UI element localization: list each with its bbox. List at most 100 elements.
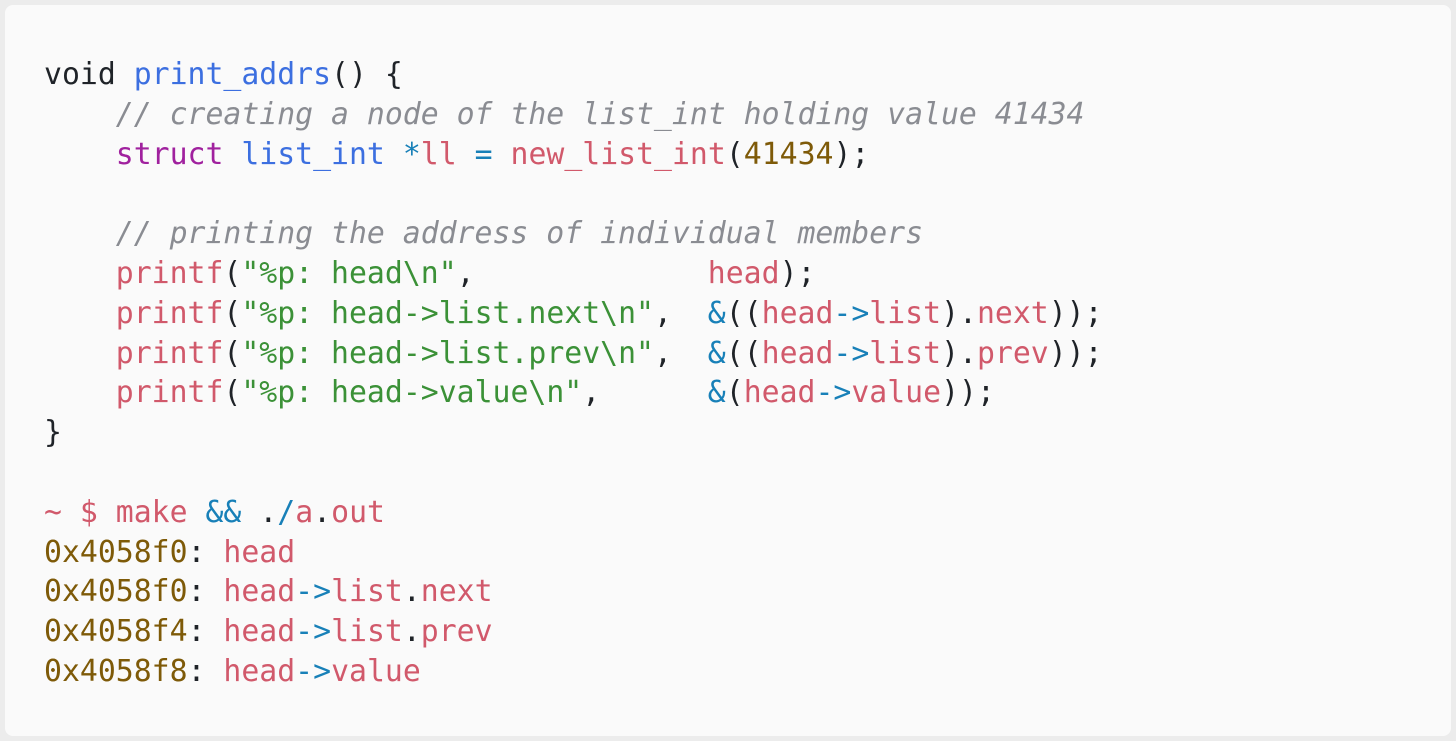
code-token: 0x4058f8 xyxy=(44,653,188,689)
code-token: ( xyxy=(223,295,242,331)
code-token: = xyxy=(474,136,493,172)
code-token: )); xyxy=(941,375,995,411)
code-token: prev xyxy=(976,335,1049,371)
code-token: ( xyxy=(725,375,744,411)
code-token: , xyxy=(653,335,708,371)
code-token: : xyxy=(187,653,224,689)
code-token: ll xyxy=(420,136,457,172)
code-token: , xyxy=(582,375,708,411)
code-token: (( xyxy=(725,295,762,331)
code-token: head xyxy=(761,335,834,371)
code-token: . xyxy=(402,574,421,610)
code-token: head xyxy=(223,653,296,689)
code-token: , xyxy=(456,255,708,291)
code-token: & xyxy=(707,335,726,371)
code-line xyxy=(44,453,1451,493)
code-token: ). xyxy=(941,335,977,371)
code-token: // printing the address of individual me… xyxy=(44,216,924,252)
code-token: / xyxy=(277,494,296,530)
code-token: a xyxy=(295,494,314,530)
code-token: (( xyxy=(725,335,762,371)
code-token: ( xyxy=(725,136,744,172)
code-token: head xyxy=(743,375,816,411)
code-token: void xyxy=(44,57,134,92)
code-token xyxy=(241,495,259,530)
code-token: -> xyxy=(295,574,332,610)
code-token: } xyxy=(44,415,62,451)
code-token: value xyxy=(331,653,421,689)
code-token: list xyxy=(869,335,942,371)
code-token: -> xyxy=(815,375,852,411)
code-token xyxy=(457,137,475,172)
code-token: ). xyxy=(941,295,977,331)
code-token: head xyxy=(761,295,834,331)
code-token: )); xyxy=(1048,335,1103,371)
code-token: )); xyxy=(1048,295,1103,331)
code-line: printf("%p: head\n", head); xyxy=(44,254,1451,294)
code-token: ( xyxy=(223,255,242,291)
code-line: printf("%p: head->list.next\n", &((head-… xyxy=(44,294,1451,334)
code-token: && xyxy=(205,494,242,530)
code-line: ~ $ make && ./a.out xyxy=(44,493,1451,533)
code-token: : xyxy=(187,574,224,610)
code-token: ); xyxy=(779,255,816,291)
code-token xyxy=(44,256,116,291)
code-line: } xyxy=(44,413,1451,453)
code-token: "%p: head->list.next\n" xyxy=(241,295,654,331)
code-token xyxy=(44,375,116,410)
code-line: // creating a node of the list_int holdi… xyxy=(44,95,1451,135)
code-token: 0x4058f4 xyxy=(44,614,188,650)
code-token: out xyxy=(331,494,385,530)
code-token: : xyxy=(187,534,224,570)
code-token: next xyxy=(976,295,1049,331)
code-line: struct list_int *ll = new_list_int(41434… xyxy=(44,135,1451,175)
code-token xyxy=(44,137,116,172)
code-token: prev xyxy=(420,614,493,650)
code-token: "%p: head->list.prev\n" xyxy=(241,335,654,371)
code-token: 0x4058f0 xyxy=(44,534,188,570)
code-token: head xyxy=(223,534,296,570)
code-token: ( xyxy=(223,335,242,371)
code-line: 0x4058f8: head->value xyxy=(44,652,1451,692)
code-token: & xyxy=(707,375,726,411)
code-token: new_list_int xyxy=(510,136,726,172)
code-token: -> xyxy=(833,335,870,371)
code-token: 41434 xyxy=(743,136,834,172)
code-line xyxy=(44,174,1451,214)
code-token: head xyxy=(223,574,296,610)
code-token: ( xyxy=(223,375,242,411)
code-token: & xyxy=(707,295,726,331)
code-token: -> xyxy=(295,614,332,650)
code-block: void print_addrs() { // creating a node … xyxy=(44,55,1451,692)
code-token: next xyxy=(420,574,493,610)
code-token: ~ $ make xyxy=(44,494,206,530)
code-token: print_addrs xyxy=(133,57,332,92)
code-line: void print_addrs() { xyxy=(44,55,1451,95)
code-line: printf("%p: head->value\n", &(head->valu… xyxy=(44,373,1451,413)
code-token: . xyxy=(402,614,421,650)
code-token: head xyxy=(707,255,780,291)
code-token: 0x4058f0 xyxy=(44,574,188,610)
code-line: 0x4058f4: head->list.prev xyxy=(44,612,1451,652)
code-line: 0x4058f0: head->list.next xyxy=(44,572,1451,612)
code-line: // printing the address of individual me… xyxy=(44,214,1451,254)
code-line: 0x4058f0: head xyxy=(44,533,1451,573)
code-token: list xyxy=(331,614,403,650)
code-token: . xyxy=(313,494,332,530)
code-token: () { xyxy=(331,57,403,92)
code-token xyxy=(44,296,116,331)
code-token: * xyxy=(402,136,421,172)
code-line: printf("%p: head->list.prev\n", &((head-… xyxy=(44,334,1451,374)
code-token: -> xyxy=(833,295,870,331)
code-token: ); xyxy=(833,136,870,172)
code-token: "%p: head->value\n" xyxy=(241,375,583,411)
code-token xyxy=(385,137,403,172)
code-token: struct xyxy=(115,136,224,172)
code-token: head xyxy=(223,614,296,650)
code-token: list_int xyxy=(241,136,385,172)
code-token: value xyxy=(851,375,942,411)
code-token xyxy=(493,137,511,172)
code-token: -> xyxy=(295,653,332,689)
code-token: list xyxy=(331,574,403,610)
code-token xyxy=(223,137,241,172)
